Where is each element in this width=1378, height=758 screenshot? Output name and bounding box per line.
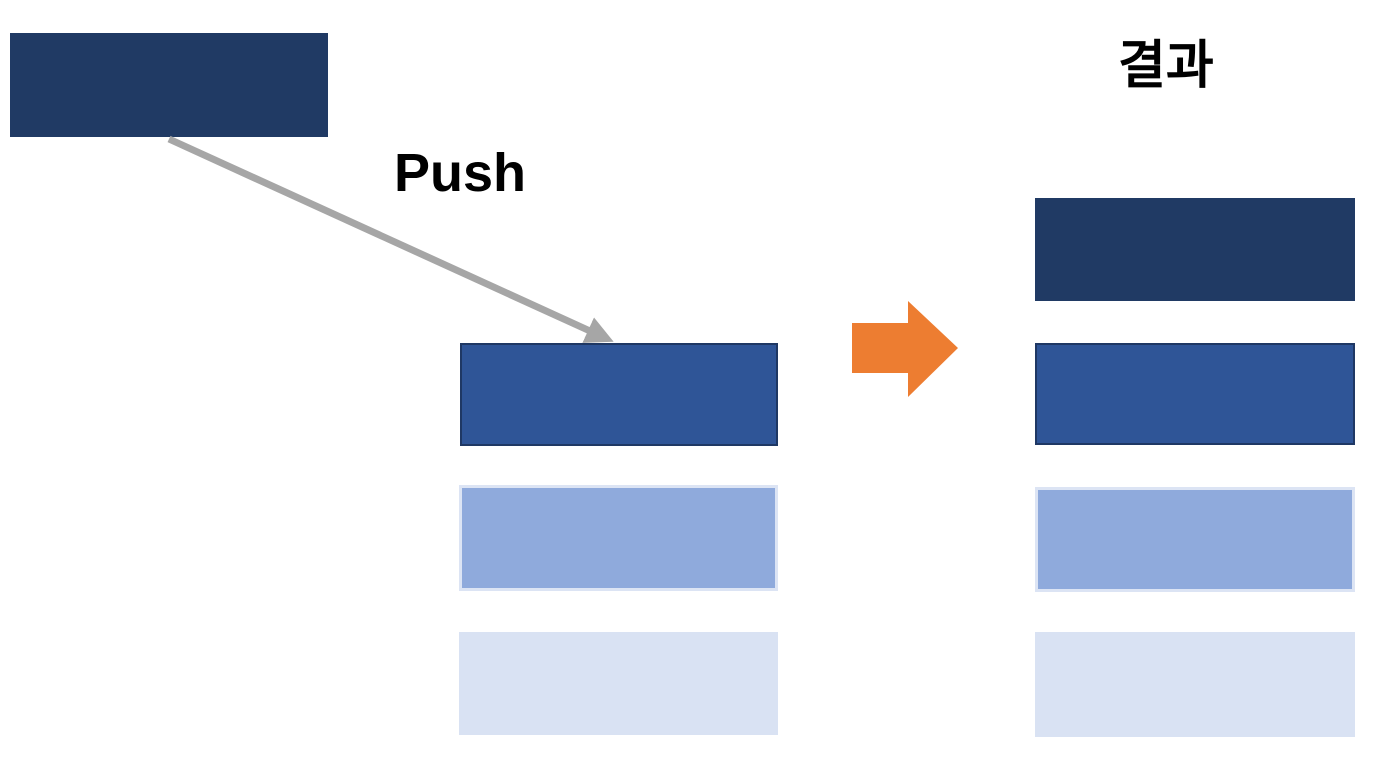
after-stack-item-2	[1035, 343, 1355, 445]
result-arrow-icon	[852, 301, 958, 397]
incoming-stack-item	[10, 33, 328, 137]
after-stack-item-bottom	[1035, 632, 1355, 737]
before-stack-item-bottom	[459, 632, 778, 735]
result-label: 결과	[1118, 37, 1214, 95]
after-stack-item-pushed	[1035, 198, 1355, 301]
before-stack-item-top	[460, 343, 778, 446]
push-label: Push	[394, 143, 527, 203]
after-stack-item-3	[1035, 487, 1355, 592]
push-arrow-icon	[167, 135, 614, 343]
before-stack-item-middle	[459, 485, 778, 591]
